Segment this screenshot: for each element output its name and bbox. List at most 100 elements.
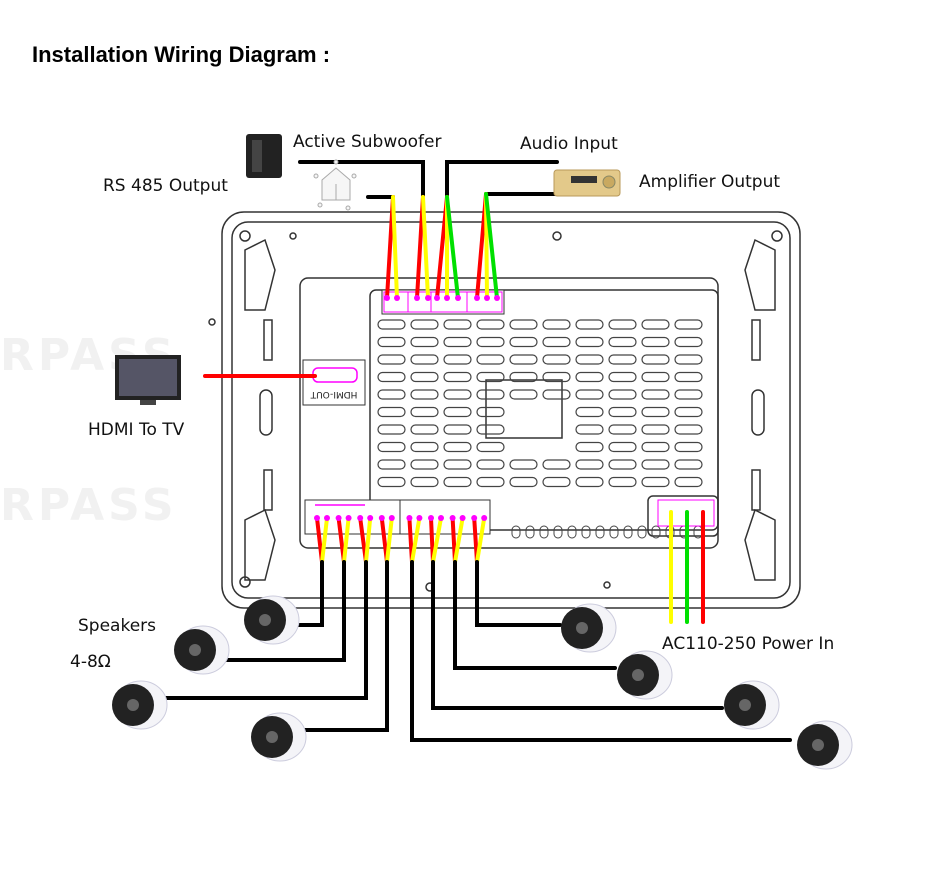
terminal-screw (459, 515, 466, 521)
hdmi-port-label: HDMI-OUT (310, 389, 357, 399)
vent-slot (542, 459, 571, 470)
vent-slot (674, 354, 703, 365)
vent-slot (443, 389, 472, 400)
vent-slots (377, 319, 703, 539)
label-impedance: 4-8Ω (70, 652, 111, 672)
terminal-screw (388, 515, 395, 521)
vent-slot (509, 319, 538, 330)
vent-slot (608, 354, 637, 365)
amplifier-icon (553, 169, 621, 197)
vent-slot (641, 336, 670, 348)
vent-slot (641, 424, 670, 435)
speaker-dustcap (632, 669, 644, 681)
vent-slot (476, 354, 505, 365)
vent-slot (377, 389, 406, 400)
vent-slot (575, 336, 604, 348)
vent-slot (674, 389, 703, 400)
speaker-icon (251, 712, 307, 762)
vent-slot (443, 354, 472, 365)
vent-slot (476, 336, 505, 348)
vent-slot (410, 371, 439, 383)
terminal-screw (494, 295, 500, 301)
wire (484, 192, 499, 300)
speaker-icon (244, 595, 300, 645)
vent-slot (525, 525, 535, 539)
top-terminal-block (381, 289, 505, 315)
subwoofer-icon (246, 134, 282, 178)
vent-slot (476, 441, 505, 453)
vent-slot (443, 406, 472, 418)
vent-slot (595, 525, 605, 539)
terminal-screw (394, 295, 400, 301)
speaker-cable (431, 560, 724, 710)
terminal-screw (357, 515, 364, 521)
vent-slot (608, 441, 637, 453)
vent-slot (443, 336, 472, 348)
rs485-device-icon (313, 159, 357, 211)
vent-slot (575, 389, 604, 400)
vent-slot (674, 459, 703, 470)
speaker-dustcap (576, 622, 588, 634)
bottom-terminal-block (304, 499, 715, 535)
vent-slot (608, 389, 637, 400)
label-rs485-output: RS 485 Output (103, 176, 228, 196)
vent-slot (476, 476, 505, 488)
vent-slot (410, 319, 439, 330)
vent-slot (608, 336, 637, 348)
page-title: Installation Wiring Diagram : (32, 42, 331, 67)
speaker-wire (453, 516, 465, 564)
speaker-cable (475, 560, 562, 627)
vent-slot (511, 525, 521, 539)
vent-slot (377, 441, 406, 453)
terminal-screw (345, 515, 352, 521)
vent-slot (410, 459, 439, 470)
label-hdmi-to-tv: HDMI To TV (88, 420, 185, 440)
speaker-wire (364, 516, 373, 564)
vent-slot (575, 406, 604, 418)
vent-slot (641, 319, 670, 330)
device-back-panel (208, 211, 801, 609)
vent-slot (542, 336, 571, 348)
wire (391, 195, 399, 300)
vent-slot (443, 319, 472, 330)
vent-slot (509, 476, 538, 488)
terminal-screw (324, 515, 330, 521)
vent-slot (641, 476, 670, 488)
vent-slot (641, 371, 670, 383)
vent-slot (674, 441, 703, 453)
vent-slot (443, 424, 472, 435)
vent-slot (542, 389, 571, 400)
vent-slot (476, 459, 505, 470)
tv-icon (115, 355, 181, 405)
speaker-cable (220, 560, 346, 662)
vent-slot (542, 319, 571, 330)
vent-slot (377, 424, 406, 435)
vent-slot (410, 336, 439, 348)
vent-slot (377, 476, 406, 488)
terminal-screw (444, 295, 450, 301)
vent-slot (410, 441, 439, 453)
terminal-screw (481, 515, 488, 521)
terminal-screw (449, 515, 456, 521)
vent-slot (641, 459, 670, 470)
terminal-screw (378, 515, 385, 521)
vent-slot (377, 336, 406, 348)
terminal-screw (414, 295, 420, 301)
vent-slot (637, 525, 647, 539)
vent-slot (567, 525, 577, 539)
speaker-cable (153, 560, 368, 700)
vent-slot (542, 371, 571, 383)
terminal-screw (384, 295, 390, 301)
speaker-dustcap (127, 699, 139, 711)
label-active-subwoofer: Active Subwoofer (293, 132, 442, 152)
speaker-icon (174, 625, 230, 675)
vent-slot (575, 459, 604, 470)
vent-slot (575, 424, 604, 435)
vent-slot (443, 459, 472, 470)
wire (445, 195, 460, 300)
vent-slot (575, 371, 604, 383)
wires (153, 160, 792, 742)
vent-slot (476, 424, 505, 435)
vent-slot (476, 389, 505, 400)
